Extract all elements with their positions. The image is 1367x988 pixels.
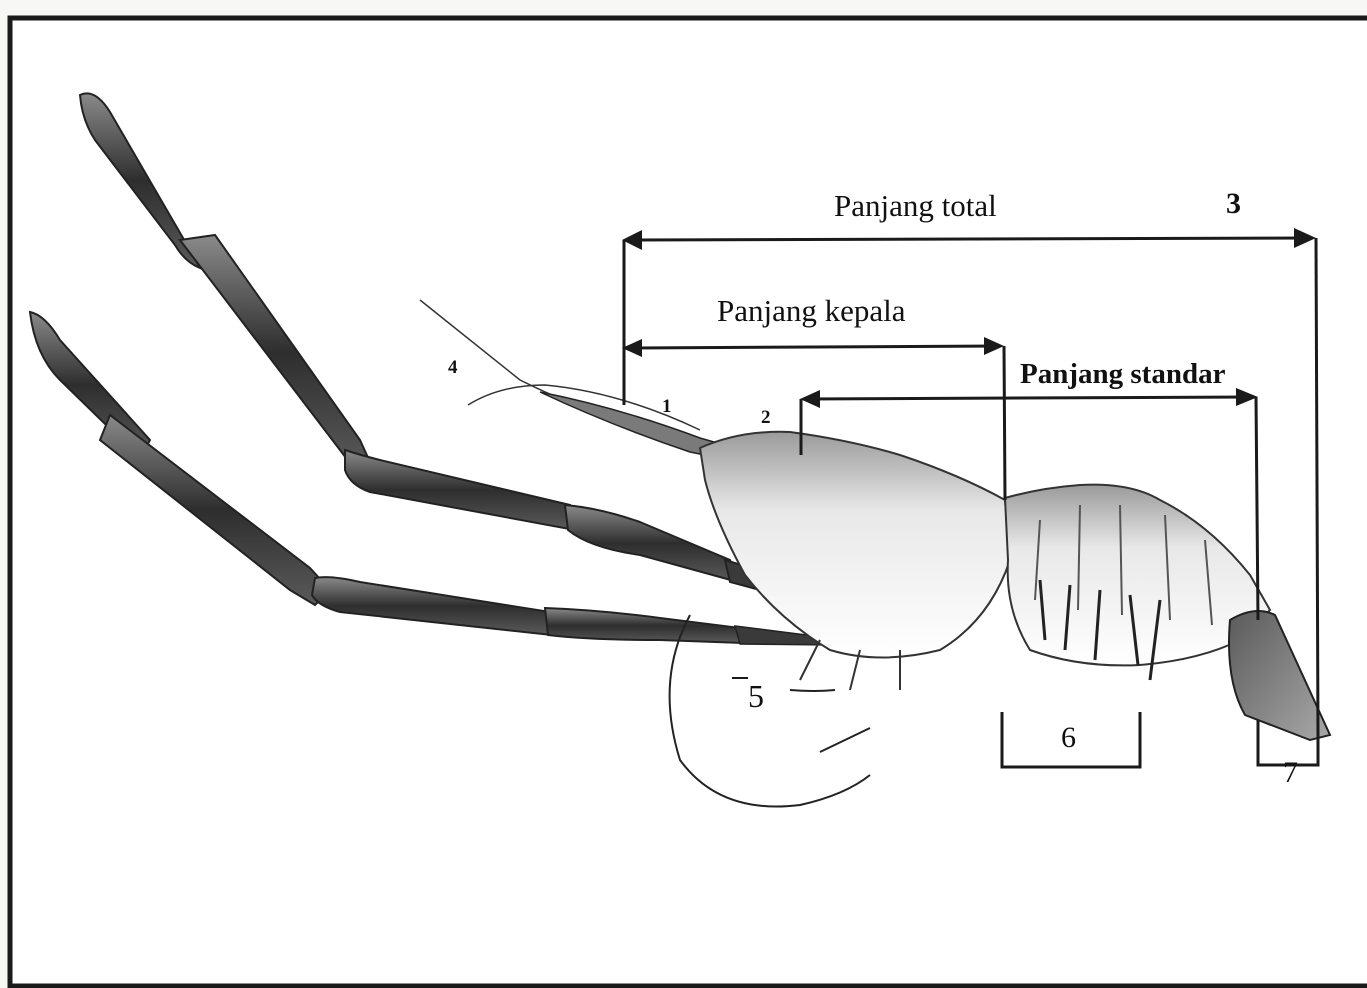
label-3: 3 [1226, 189, 1241, 219]
label-2: 2 [761, 408, 771, 427]
label-1: 1 [662, 397, 672, 416]
total-length-line [625, 238, 1312, 240]
head-length-line [625, 346, 1000, 348]
total-length-right-tick [1316, 238, 1318, 735]
standard-length-line [803, 397, 1252, 399]
label-7: 7 [1283, 758, 1298, 788]
label-5: 5 [748, 680, 764, 712]
standard-length-right-tick [1256, 397, 1258, 620]
label-6: 6 [1061, 723, 1076, 753]
total-length-label: Panjang total [834, 190, 997, 221]
head-length-right-tick [1004, 346, 1005, 500]
standard-length-label: Panjang standar [1020, 360, 1225, 389]
head-length-label: Panjang kepala [717, 295, 906, 326]
label-4: 4 [448, 358, 458, 377]
